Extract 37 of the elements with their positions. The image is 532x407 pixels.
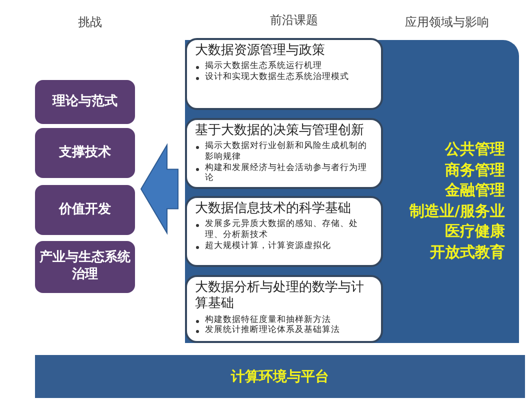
bullet-text: 超大规模计算，计算资源虚拟化 [195, 240, 373, 252]
bullet-text: 设计和实现大数据生态系统治理模式 [195, 72, 373, 82]
box-label: 产业与生态系统治理 [39, 250, 131, 284]
bullet-text: 发展多元异质大数据的感知、存储、处理、分析新技术 [195, 219, 373, 240]
box-label: 支撑技术 [59, 144, 111, 162]
box-label: 计算环境与平台 [231, 368, 329, 386]
bullet-text: 构建和发展经济与社会活动参与者行为理论 [195, 162, 373, 184]
application-label: 医疗健康 [445, 222, 505, 241]
card-heading: 基于大数据的决策与管理创新 [195, 123, 365, 140]
card-heading: 大数据分析与处理的数学与计算基础 [195, 280, 365, 312]
card-heading: 大数据信息技术的科学基础 [195, 201, 352, 218]
box-label: 价值开发 [59, 202, 111, 218]
bullet-text: 构建数据特征度量和抽样新方法 [195, 314, 373, 326]
application-label: 开放式教育 [430, 242, 505, 262]
bullet-text: 发展统计推断理论体系及基础算法 [195, 325, 373, 336]
platform-bar [35, 355, 525, 398]
card-heading: 大数据资源管理与政策 [195, 43, 326, 60]
application-panel [185, 40, 519, 343]
application-label: 制造业/服务业 [410, 202, 505, 220]
application-label: 公共管理 [445, 140, 505, 159]
column-heading: 应用领域与影响 [405, 14, 489, 31]
block-arrow [140, 143, 178, 235]
topic-card [185, 38, 383, 110]
column-heading: 前沿课题 [270, 12, 318, 29]
challenge-box [35, 185, 135, 235]
challenge-box [35, 128, 135, 178]
box-label: 理论与范式 [52, 94, 118, 110]
bullet-text: 揭示大数据生态系统运行机理 [195, 61, 373, 72]
topic-card [185, 275, 383, 343]
challenge-box [35, 80, 135, 124]
challenge-box [35, 241, 135, 293]
bullet-text: 揭示大数据对行业创新和风险生成机制的影响规律 [195, 141, 373, 162]
application-label: 金融管理 [445, 181, 505, 200]
topic-card [185, 196, 383, 267]
topic-card [185, 118, 383, 189]
column-heading: 挑战 [78, 14, 102, 31]
application-label: 商务管理 [445, 160, 505, 180]
